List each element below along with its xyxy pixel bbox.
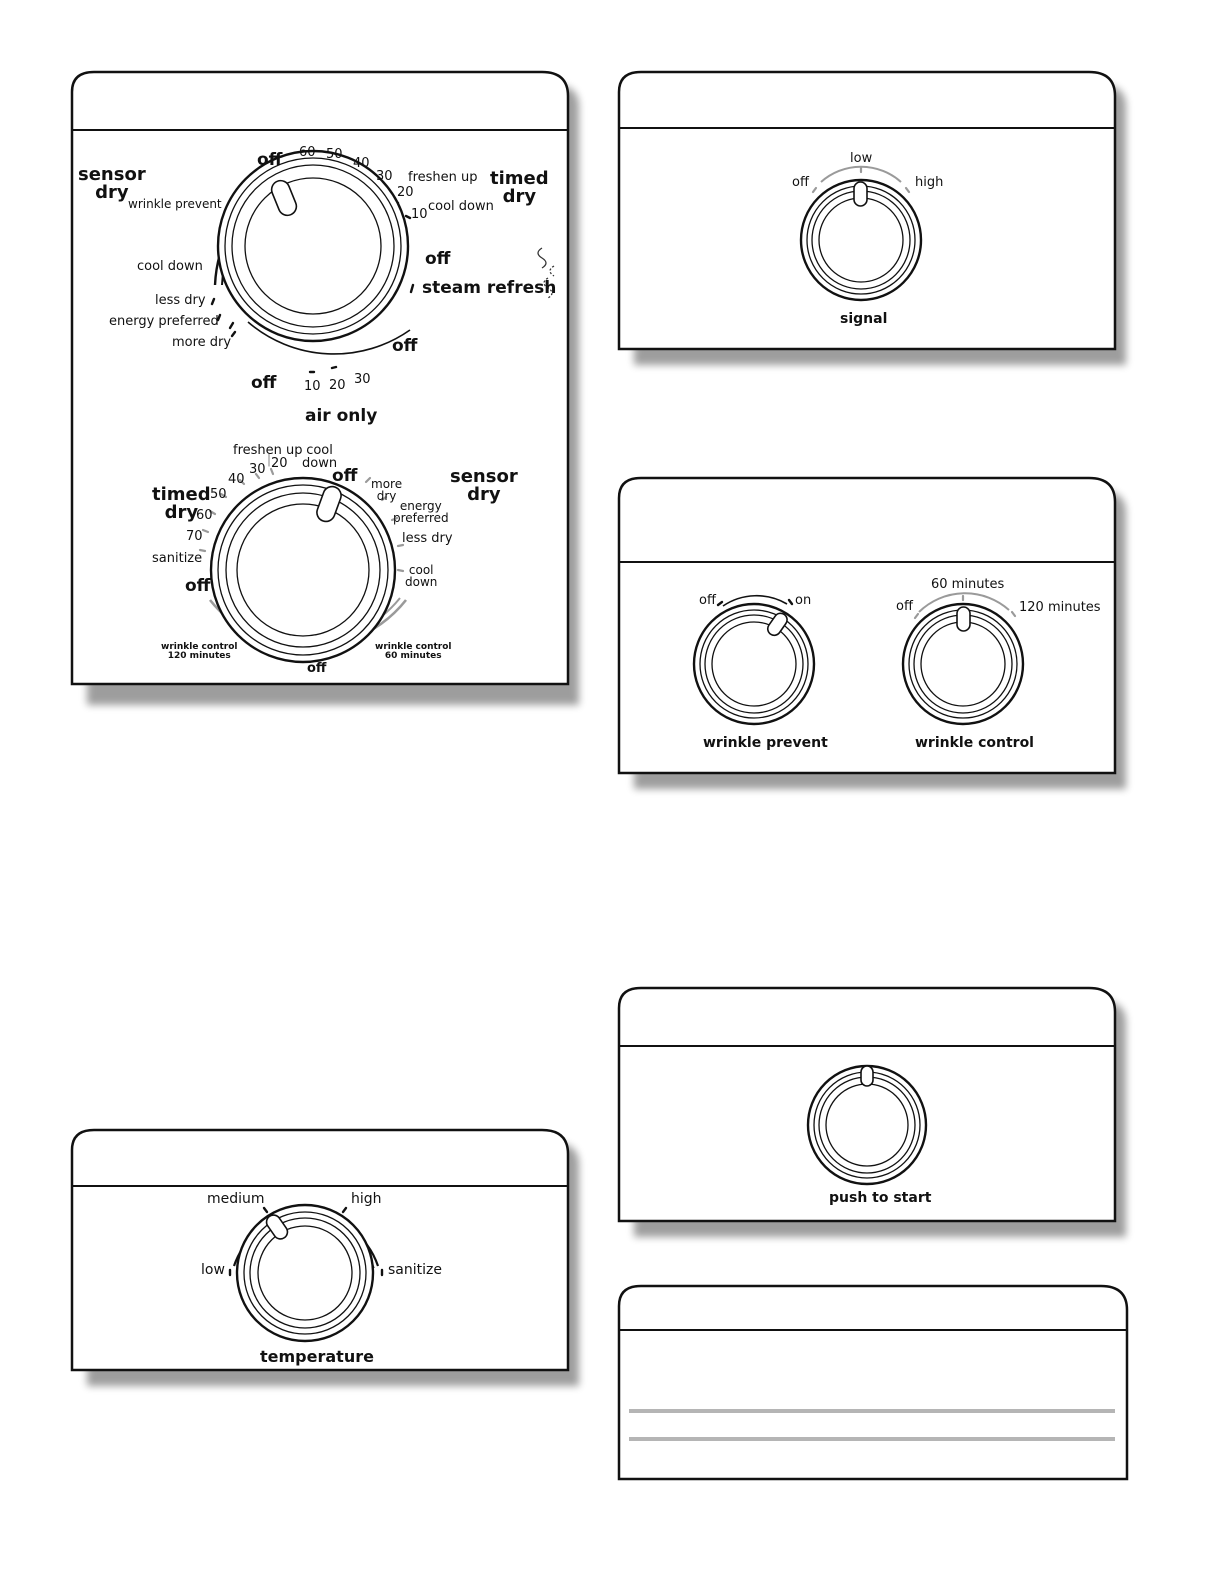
upper-energy-preferred[interactable]: energy preferred (109, 314, 219, 329)
lower-group-sensor-dry: sensor dry (450, 466, 518, 505)
lower-freshen-up[interactable]: freshen up (233, 443, 303, 458)
lower-off-bottom[interactable]: off (307, 661, 327, 676)
temperature-sanitize[interactable]: sanitize (388, 1262, 442, 1278)
cycle-panel: sensor dry timed dry off 60 50 40 30 fre… (70, 70, 579, 705)
wrinkle-control-60[interactable]: 60 minutes (931, 577, 1005, 592)
lower-group-timed-dry: timed dry (152, 484, 211, 523)
blank-panel (617, 1284, 1129, 1484)
temperature-knob[interactable] (235, 1203, 375, 1343)
upper-time-30[interactable]: 30 (376, 169, 393, 184)
upper-time-40[interactable]: 40 (353, 156, 370, 171)
lower-energy-preferred[interactable]: energy preferred (393, 499, 449, 525)
cycle-panel-graphic (70, 70, 579, 705)
upper-cool-down-left[interactable]: cool down (137, 259, 203, 274)
lower-off-top[interactable]: off (332, 466, 358, 486)
wrinkle-panel: off on wrinkle prevent off 60 minutes 12… (617, 476, 1126, 789)
cycle-knob-lower[interactable] (209, 476, 397, 664)
upper-time-10[interactable]: 10 (411, 207, 428, 222)
lower-time-30[interactable]: 30 (249, 462, 266, 477)
upper-off-bottom[interactable]: off (251, 373, 277, 393)
upper-time-50[interactable]: 50 (326, 147, 343, 162)
upper-air-time-20[interactable]: 20 (329, 378, 346, 393)
upper-less-dry[interactable]: less dry (155, 293, 206, 308)
lower-off-left[interactable]: off (185, 576, 211, 596)
wrinkle-prevent-title: wrinkle prevent (703, 735, 828, 751)
cycle-knob-upper[interactable] (216, 149, 410, 343)
upper-group-sensor-dry: sensor dry (78, 164, 146, 203)
lower-time-50[interactable]: 50 (210, 487, 227, 502)
wrinkle-control-120[interactable]: 120 minutes (1019, 600, 1101, 615)
signal-panel-graphic (617, 70, 1126, 365)
lower-wrinkle-control-120[interactable]: wrinkle control 120 minutes (161, 642, 238, 662)
temperature-low[interactable]: low (201, 1262, 225, 1278)
wrinkle-prevent-off[interactable]: off (699, 593, 716, 608)
lower-sanitize[interactable]: sanitize (152, 551, 203, 566)
upper-steam-refresh[interactable]: steam refresh (422, 278, 557, 298)
signal-title: signal (840, 311, 888, 327)
wrinkle-control-knob[interactable] (901, 602, 1025, 726)
divider-bar-2 (629, 1437, 1115, 1441)
wrinkle-control-off[interactable]: off (896, 599, 913, 614)
blank-panel-graphic (617, 1284, 1129, 1481)
wrinkle-prevent-knob[interactable] (692, 602, 816, 726)
signal-panel: off low high signal (617, 70, 1126, 365)
upper-off-right-lower[interactable]: off (392, 336, 418, 356)
upper-time-20[interactable]: 20 (397, 185, 414, 200)
upper-cool-down-right[interactable]: cool down (428, 199, 494, 214)
wrinkle-control-title: wrinkle control (915, 735, 1034, 751)
lower-dial-ticks (198, 453, 405, 573)
upper-wrinkle-prevent[interactable]: wrinkle prevent (128, 197, 222, 211)
upper-off-right-upper[interactable]: off (425, 249, 451, 269)
start-knob[interactable] (806, 1064, 928, 1186)
lower-cool-down-top[interactable]: cool down (302, 443, 338, 471)
start-panel-graphic (617, 986, 1126, 1237)
wrinkle-prevent-on[interactable]: on (795, 593, 812, 608)
upper-more-dry[interactable]: more dry (172, 335, 232, 350)
upper-freshen-up[interactable]: freshen up (408, 170, 478, 185)
signal-high[interactable]: high (915, 175, 944, 190)
temperature-high[interactable]: high (351, 1191, 382, 1207)
steam-icon (537, 247, 555, 299)
divider-bar-1 (629, 1409, 1115, 1413)
upper-air-time-10[interactable]: 10 (304, 379, 321, 394)
upper-air-only[interactable]: air only (305, 406, 378, 426)
signal-off[interactable]: off (792, 175, 809, 190)
temperature-panel-graphic (70, 1128, 579, 1386)
lower-cool-down-right[interactable]: cool down (405, 563, 438, 589)
temperature-medium[interactable]: medium (207, 1191, 265, 1207)
lower-less-dry[interactable]: less dry (402, 531, 453, 546)
wrinkle-panel-graphic (617, 476, 1126, 789)
upper-group-timed-dry: timed dry (490, 168, 549, 207)
upper-air-time-30[interactable]: 30 (354, 372, 371, 387)
lower-more-dry[interactable]: more dry (371, 477, 403, 503)
temperature-panel: medium high low sanitize temperature (70, 1128, 579, 1386)
start-panel: push to start (617, 986, 1126, 1237)
signal-knob[interactable] (799, 178, 923, 302)
lower-time-70[interactable]: 70 (186, 529, 203, 544)
start-title: push to start (829, 1190, 932, 1206)
lower-time-20[interactable]: 20 (271, 456, 288, 471)
upper-off-top[interactable]: off (257, 150, 283, 170)
signal-low[interactable]: low (850, 151, 873, 166)
lower-wrinkle-control-60[interactable]: wrinkle control 60 minutes (375, 642, 452, 662)
upper-time-60[interactable]: 60 (299, 145, 316, 160)
temperature-title: temperature (260, 1347, 374, 1366)
lower-time-40[interactable]: 40 (228, 472, 245, 487)
lower-time-60[interactable]: 60 (196, 508, 213, 523)
